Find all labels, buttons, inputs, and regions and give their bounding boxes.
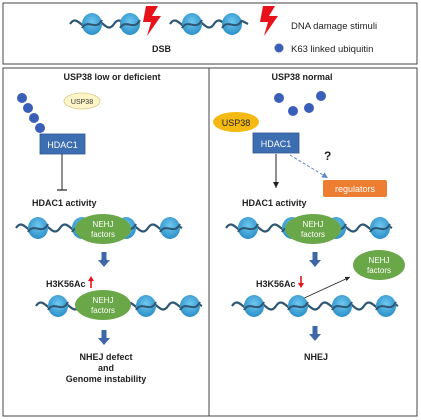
nehj-factors-label: NEHJ: [93, 296, 114, 305]
panels-frame: [2, 67, 418, 417]
dna-fragment-middle: [169, 13, 249, 35]
flow-arrow: [309, 252, 321, 267]
nehj-factors-ellipse: [75, 214, 131, 244]
ubiquitin-chain: [17, 93, 45, 133]
regulators-box: [323, 180, 387, 197]
h3k56ac-label: H3K56Ac: [46, 279, 86, 289]
h3k56ac-label: H3K56Ac: [256, 279, 296, 289]
dashed-arrow: [289, 154, 329, 179]
down-arrow-icon: [298, 276, 304, 288]
nehj-factors-free-label: NEHJ: [369, 256, 390, 265]
nehj-factors-ellipse: [285, 214, 341, 244]
dna-fragment-left: [69, 13, 141, 35]
usp38-normal-label: USP38: [222, 118, 251, 128]
right-panel: USP38 normal USP38 HDAC1 ? regulators HD…: [213, 72, 405, 362]
ubiquitin-legend-icon: [274, 43, 284, 53]
up-arrow-icon: [88, 276, 94, 288]
left-panel: USP38 low or deficient USP38 HDAC1 HDAC1…: [14, 72, 204, 384]
nehj-factors-label: factors: [91, 230, 115, 239]
lightning-icon: [260, 6, 278, 36]
outcome-label: NHEJ defect: [79, 352, 132, 362]
nehj-factors-ellipse: [75, 290, 131, 320]
header-section: DSB DNA damage stimuli K63 linked ubiqui…: [2, 2, 418, 65]
chromatin-strand: [230, 293, 400, 319]
outcome-label: NHEJ: [304, 352, 328, 362]
nehj-factors-label: NEHJ: [303, 220, 324, 229]
ubiquitin-legend-label: K63 linked ubiquitin: [291, 44, 373, 55]
ubiquitin-free: [274, 91, 326, 116]
damage-stimuli-label: DNA damage stimuli: [291, 21, 377, 32]
nehj-factors-free-ellipse: [353, 250, 405, 280]
flow-arrow: [98, 252, 110, 267]
usp38-normal-ellipse: [213, 112, 259, 132]
usp38-low-ellipse: [63, 92, 101, 110]
usp38-low-label: USP38: [71, 99, 93, 106]
nehj-factors-free-label: factors: [367, 266, 391, 275]
nehj-factors-label: factors: [91, 306, 115, 315]
release-arrow: [299, 276, 351, 301]
lightning-icon: [143, 6, 161, 36]
regulators-label: regulators: [335, 184, 376, 194]
hdac1-activity-label: HDAC1 activity: [242, 198, 307, 208]
outcome-label: Genome instability: [66, 374, 147, 384]
hdac1-label: HDAC1: [261, 139, 292, 149]
hdac1-box: [252, 132, 300, 154]
left-panel-title: USP38 low or deficient: [63, 72, 160, 82]
outcome-label: and: [98, 363, 114, 373]
right-panel-title: USP38 normal: [271, 72, 332, 82]
hdac1-activity-label: HDAC1 activity: [32, 198, 97, 208]
flow-arrow: [98, 330, 110, 345]
dsb-label: DSB: [152, 44, 172, 54]
flow-arrow: [309, 326, 321, 341]
hdac1-label: HDAC1: [47, 140, 78, 150]
question-mark: ?: [324, 149, 331, 163]
nehj-factors-label: factors: [301, 230, 325, 239]
nehj-factors-label: NEHJ: [93, 220, 114, 229]
